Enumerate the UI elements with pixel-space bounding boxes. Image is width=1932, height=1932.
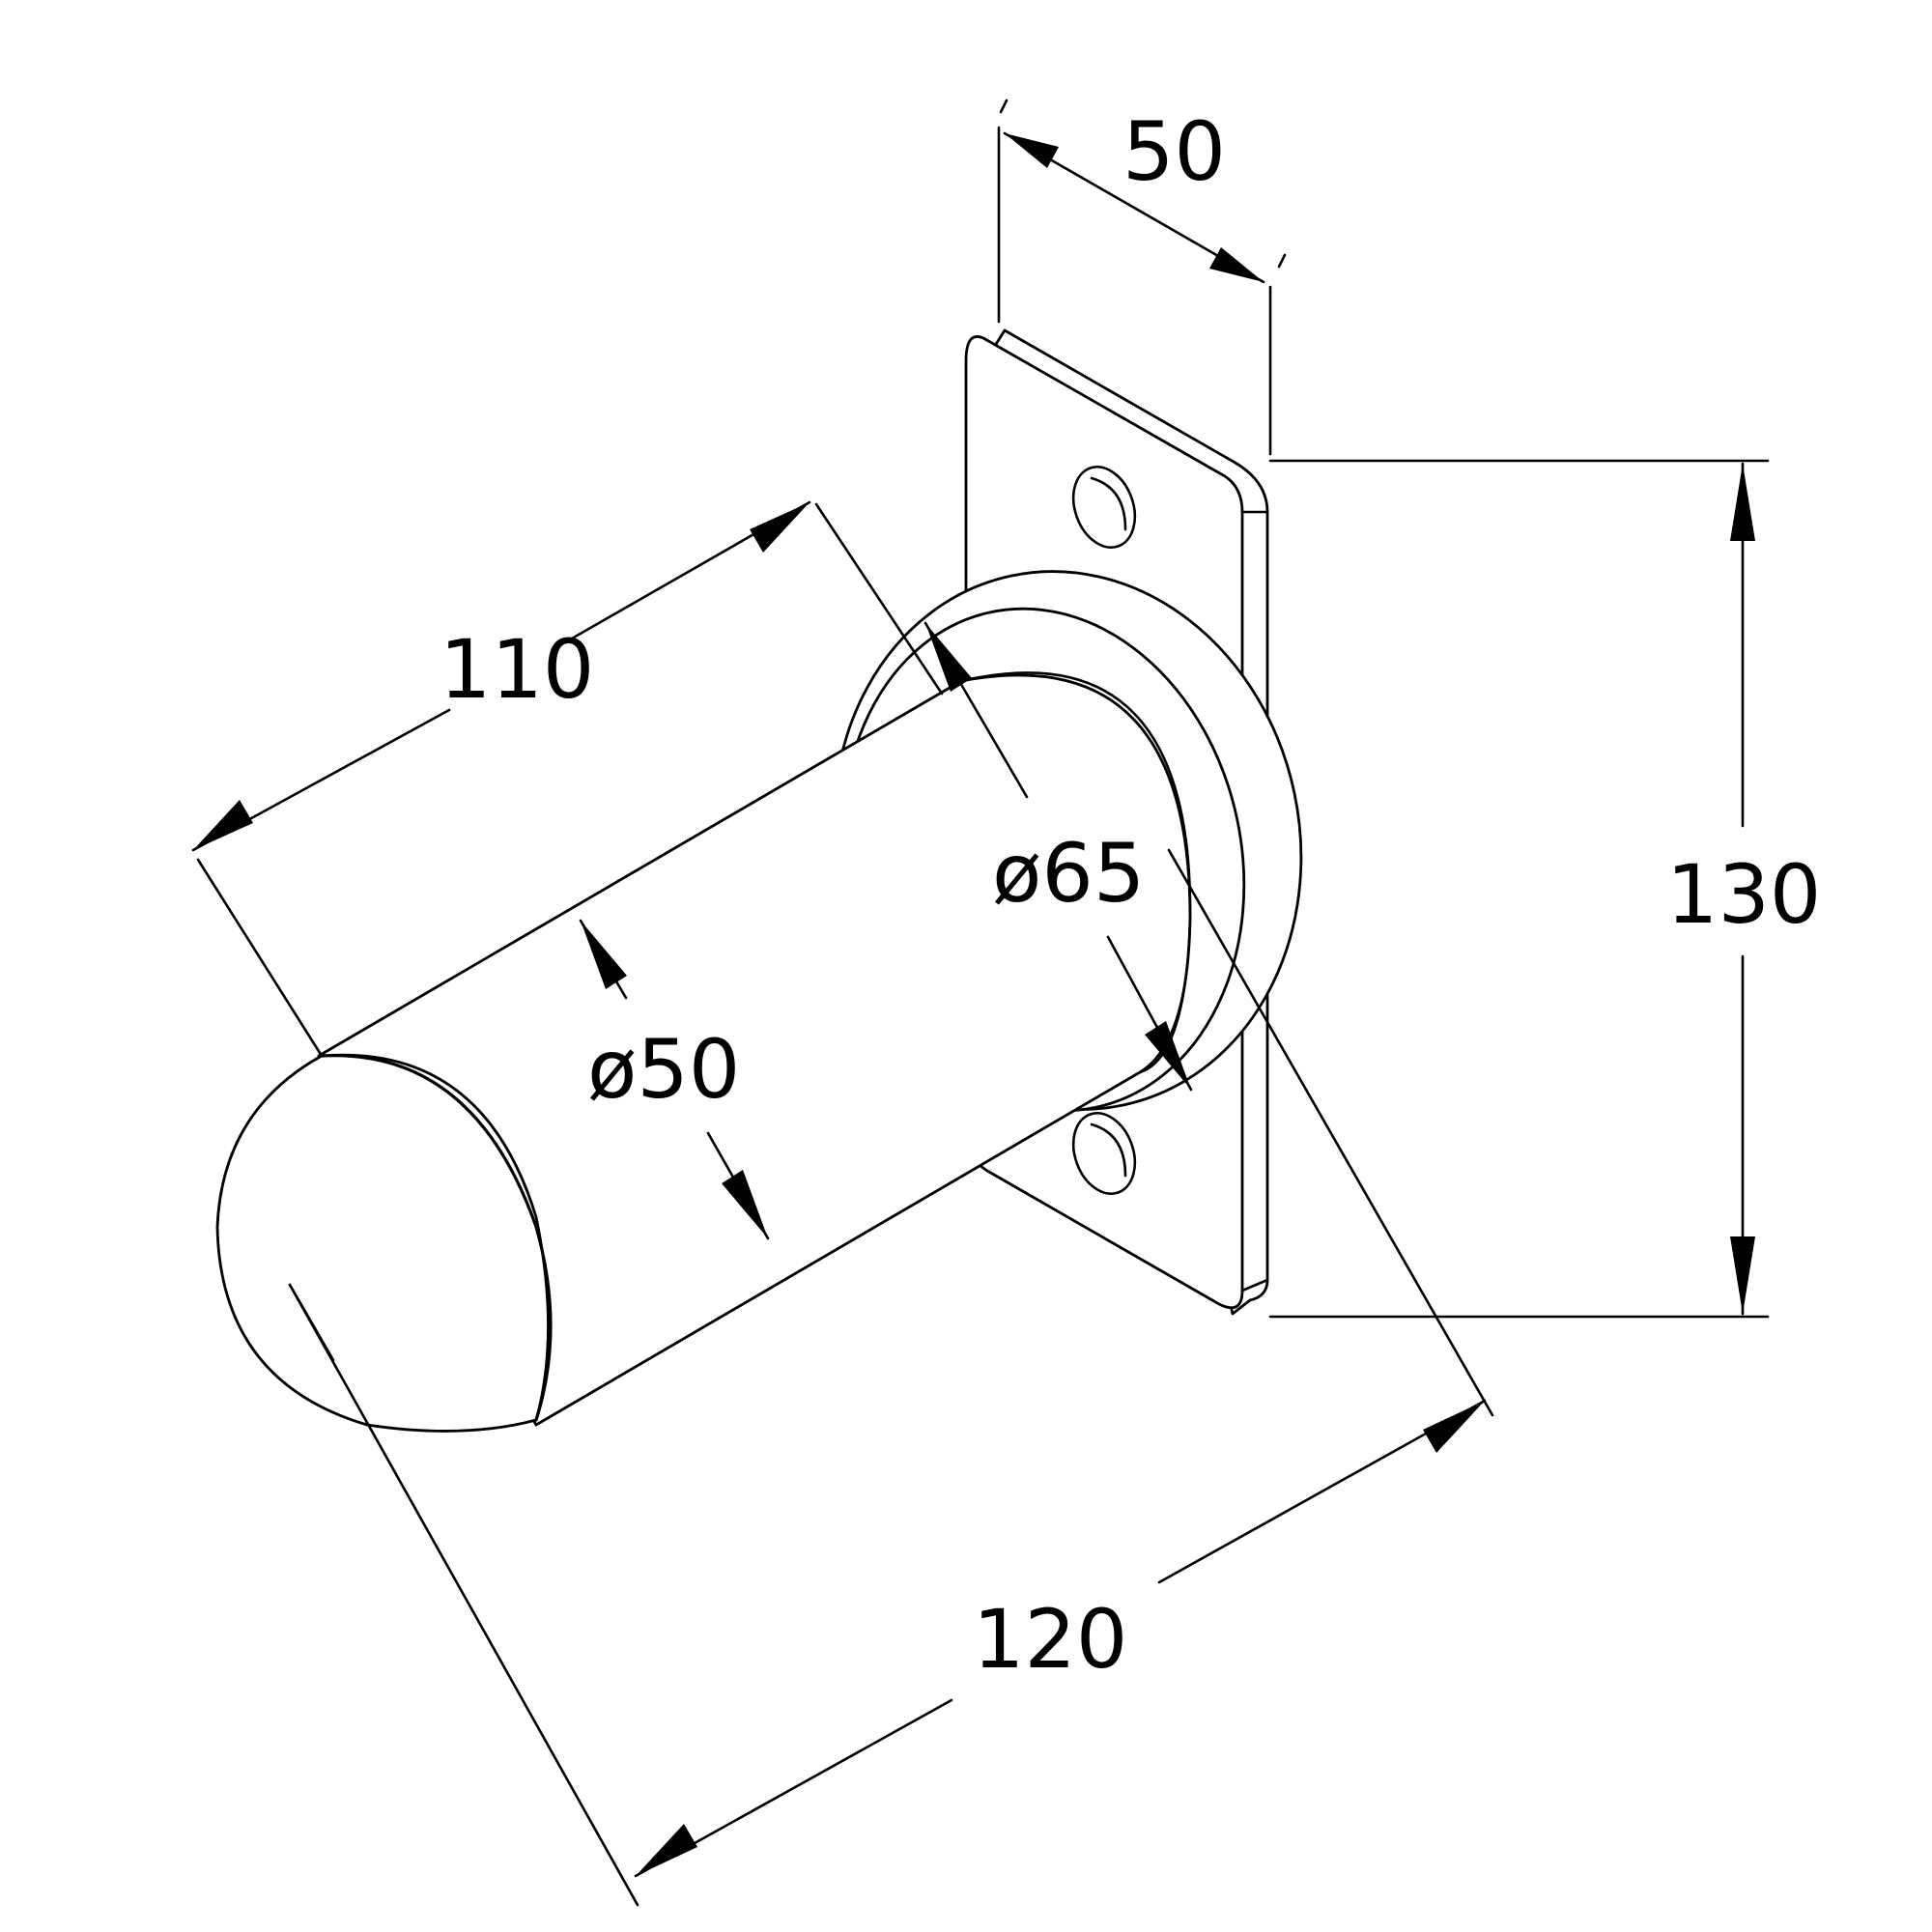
arrowhead bbox=[636, 1824, 697, 1876]
arrowhead bbox=[750, 502, 810, 553]
post bbox=[215, 671, 1192, 1433]
arrowhead bbox=[1209, 247, 1264, 282]
post-dome-rim bbox=[320, 1054, 553, 1422]
dimension-collar-diameter-label: ø65 bbox=[992, 826, 1145, 921]
arrowhead bbox=[1005, 133, 1059, 168]
lower-hole-inner-edge bbox=[1090, 1122, 1127, 1178]
plate-edge-line-bottom bbox=[1240, 1278, 1269, 1293]
ext-line-120-right bbox=[1167, 848, 1494, 1417]
upper-mounting-hole bbox=[1071, 466, 1137, 549]
dimension-post-diameter-label: ø50 bbox=[587, 1022, 740, 1117]
upper-hole-inner-edge bbox=[1090, 476, 1127, 531]
arrowhead bbox=[722, 1170, 768, 1238]
arrowhead bbox=[1145, 1021, 1191, 1090]
post-dome-end bbox=[215, 1053, 550, 1433]
arrowhead bbox=[1730, 1236, 1755, 1314]
dome-center-mark bbox=[288, 1283, 335, 1362]
arrowhead bbox=[1730, 464, 1755, 541]
dimension-110-label: 110 bbox=[440, 622, 594, 717]
ext-line-110-left bbox=[196, 858, 324, 1058]
arrowhead bbox=[581, 921, 627, 989]
dim-50-tick-a bbox=[999, 99, 1009, 114]
ext-line-110-right bbox=[814, 502, 944, 696]
arrowhead bbox=[1423, 1401, 1485, 1453]
dimension-labels: 50 130 110 120 ø65 ø50 bbox=[440, 104, 1821, 1687]
ext-line-120-left bbox=[288, 1283, 639, 1907]
arrowhead bbox=[193, 800, 253, 850]
dimension-50-label: 50 bbox=[1122, 104, 1226, 199]
dimension-lines bbox=[191, 99, 1770, 1907]
lower-mounting-hole bbox=[1071, 1112, 1137, 1195]
dim-50-tick-b bbox=[1277, 253, 1287, 269]
dimension-120-label: 120 bbox=[973, 1592, 1127, 1687]
arrowhead bbox=[925, 623, 972, 692]
dimension-130-label: 130 bbox=[1666, 847, 1821, 942]
